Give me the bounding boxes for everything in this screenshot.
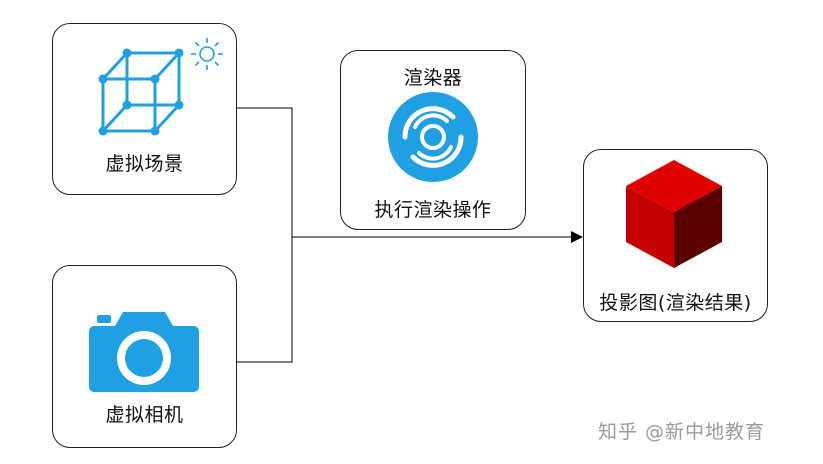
renderer-title: 渲染器 — [403, 67, 463, 89]
wireframe-cube-icon — [98, 48, 184, 136]
renderer-label: 执行渲染操作 — [374, 199, 492, 221]
node-renderer: 渲染器 执行渲染操作 — [340, 50, 526, 230]
camera-label: 虚拟相机 — [105, 404, 184, 426]
node-render-result: 投影图(渲染结果) — [583, 149, 768, 322]
node-virtual-scene: 虚拟场景 — [52, 23, 237, 195]
connector-camera — [236, 237, 293, 363]
render-swirl-icon — [388, 92, 478, 182]
connector-scene — [236, 107, 293, 237]
node-virtual-camera: 虚拟相机 — [52, 265, 237, 448]
result-label: 投影图(渲染结果) — [599, 292, 752, 314]
red-cube-icon — [626, 160, 722, 268]
camera-icon — [89, 312, 199, 392]
watermark: 知乎 @新中地教育 — [598, 421, 766, 443]
scene-label: 虚拟场景 — [105, 153, 184, 175]
sun-icon — [191, 38, 223, 70]
arrow-head — [571, 231, 583, 243]
